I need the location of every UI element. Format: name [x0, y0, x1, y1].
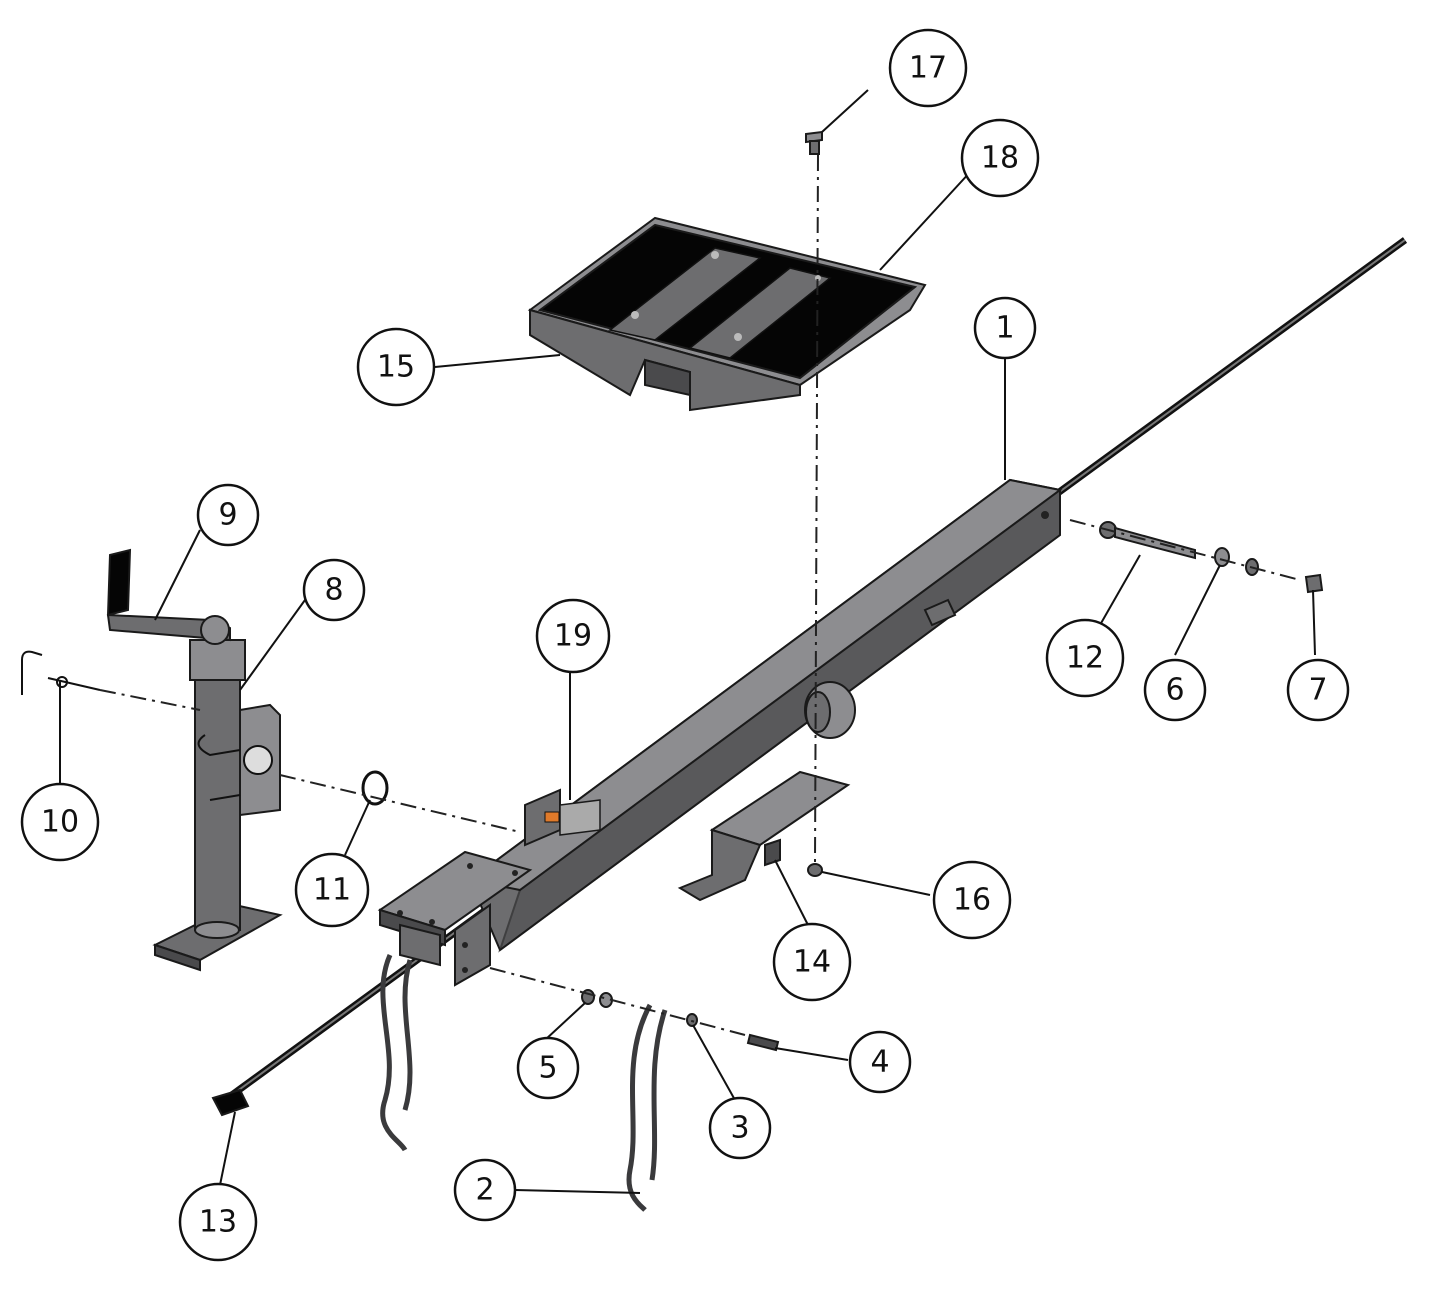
callout-9: 9 [196, 483, 260, 547]
rod-end-cap [211, 1088, 250, 1117]
callout-16-label: 16 [953, 883, 991, 918]
callout-12-label: 12 [1066, 641, 1104, 676]
safety-chain-left [380, 953, 413, 1152]
callout-9-label: 9 [218, 498, 237, 533]
callout-5-label: 5 [538, 1051, 557, 1086]
callout-13-label: 13 [199, 1205, 237, 1240]
callout-11-label: 11 [313, 873, 351, 908]
callout-17-label: 17 [909, 51, 947, 86]
callout-4-label: 4 [870, 1045, 889, 1080]
carriage-bolt [805, 130, 823, 155]
callout-7-label: 7 [1308, 673, 1327, 708]
callout-14-label: 14 [793, 945, 831, 980]
callout-15-label: 15 [377, 350, 415, 385]
pin-ring [361, 770, 389, 806]
roller-wheel [804, 681, 856, 739]
tongue-jack [152, 639, 283, 972]
short-bolt [746, 1033, 780, 1052]
callout-18: 18 [960, 118, 1040, 198]
small-washers [581, 989, 698, 1027]
callout-8: 8 [302, 558, 366, 622]
callout-1: 1 [973, 296, 1037, 360]
callout-7: 7 [1286, 658, 1350, 722]
decal-bracket [524, 788, 601, 847]
jack-crank-handle [106, 548, 231, 645]
callout-6: 6 [1143, 658, 1207, 722]
assembly-centerlines [99, 154, 1301, 1036]
callout-3: 3 [708, 1096, 772, 1160]
callout-6-label: 6 [1165, 673, 1184, 708]
callout-16: 16 [932, 860, 1012, 940]
step-platform [527, 216, 927, 412]
under-bracket [677, 770, 851, 902]
lock-nut [1304, 573, 1324, 594]
callout-17: 17 [888, 28, 968, 108]
callout-14: 14 [772, 922, 852, 1002]
coupler-plate [377, 850, 533, 987]
flange-nut [807, 863, 823, 877]
callout-3-label: 3 [730, 1111, 749, 1146]
callout-12: 12 [1045, 618, 1125, 698]
callout-8-label: 8 [324, 573, 343, 608]
callout-19-label: 19 [554, 619, 592, 654]
callout-2-label: 2 [475, 1173, 494, 1208]
callout-2: 2 [453, 1158, 517, 1222]
callout-5: 5 [516, 1036, 580, 1100]
leader-lines [59, 89, 1316, 1194]
callout-19: 19 [535, 598, 611, 674]
washer [1214, 547, 1259, 576]
callout-4: 4 [848, 1030, 912, 1094]
callout-18-label: 18 [981, 141, 1019, 176]
callout-13: 13 [178, 1182, 258, 1262]
callout-10: 10 [20, 782, 100, 862]
callout-10-label: 10 [41, 805, 79, 840]
callout-11: 11 [294, 852, 370, 928]
callout-1-label: 1 [995, 311, 1014, 346]
callout-15: 15 [356, 327, 436, 407]
long-bolt [1099, 521, 1196, 560]
main-tube [467, 478, 1063, 953]
safety-chain-right [626, 1003, 668, 1212]
tube-side-pin [923, 598, 957, 627]
hitch-pin [21, 650, 101, 695]
